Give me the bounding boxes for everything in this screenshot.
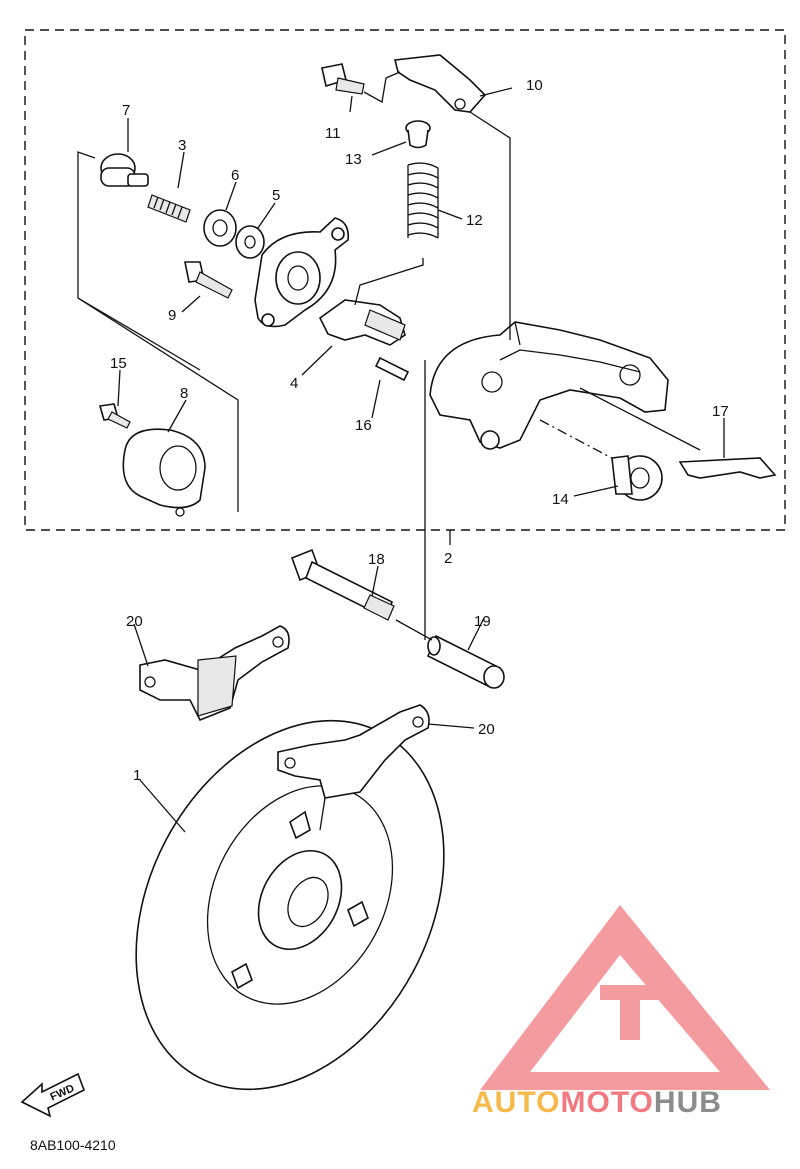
callout-10: 10 [526, 77, 543, 94]
callout-9: 9 [168, 307, 176, 324]
callout-1: 1 [133, 767, 141, 784]
part-4-pawl [318, 299, 406, 346]
callout-2: 2 [444, 550, 452, 567]
part-1-brake-disc [135, 719, 445, 1091]
callout-labels: 7 3 6 5 9 11 13 12 10 4 16 15 8 17 14 2 … [110, 77, 729, 784]
callout-3: 3 [178, 137, 186, 154]
part-19-collar [426, 634, 505, 689]
callout-14: 14 [552, 491, 569, 508]
svg-text:AUTOMOTOHUB: AUTOMOTOHUB [472, 1086, 722, 1119]
callout-11: 11 [325, 125, 341, 142]
part-20-brake-pad-left [139, 625, 290, 722]
part-17-spring-plate [678, 457, 777, 479]
watermark-hub: HUB [654, 1086, 722, 1119]
callout-12: 12 [466, 212, 483, 229]
callout-6: 6 [231, 167, 239, 184]
caliper-housing [254, 217, 350, 328]
part-9-bolt [184, 261, 233, 299]
callout-20-bottom: 20 [478, 721, 495, 738]
part-3-bleed-screw [147, 194, 191, 223]
part-8-cover [122, 428, 206, 517]
callout-13: 13 [345, 151, 362, 168]
watermark-moto: MOTO [560, 1086, 653, 1119]
part-6-clip [203, 209, 237, 247]
forward-arrow: FWD [20, 1072, 86, 1118]
callout-5: 5 [272, 187, 280, 204]
part-5-washer [235, 225, 265, 259]
part-15-bolt [98, 403, 131, 429]
watermark-auto: AUTO [472, 1086, 560, 1119]
callout-17: 17 [712, 403, 729, 420]
callout-4: 4 [290, 375, 298, 392]
part-12-spring [407, 162, 439, 239]
part-18-bolt [290, 548, 395, 621]
part-10-bracket [394, 54, 487, 113]
callout-18: 18 [368, 551, 385, 568]
callout-8: 8 [180, 385, 188, 402]
diagram-code: 8AB100-4210 [30, 1137, 116, 1153]
watermark-logo [480, 905, 770, 1090]
part-20-brake-pad-right [277, 704, 430, 799]
part-16-pin [374, 356, 410, 382]
caliper-body [429, 321, 669, 466]
callout-20-top: 20 [126, 613, 143, 630]
caliper-assembly-boundary [24, 29, 786, 531]
callout-19: 19 [474, 613, 491, 630]
part-13-spring-seat [405, 120, 431, 149]
part-11-bolt [321, 63, 365, 95]
callout-16: 16 [355, 417, 372, 434]
callout-15: 15 [110, 355, 127, 372]
watermark-text: AUTOMOTOHUB [472, 1086, 722, 1119]
part-14-pin [611, 455, 663, 501]
leader-lines [77, 71, 725, 833]
part-7-bleed-cap [100, 153, 149, 187]
callout-7: 7 [122, 102, 130, 119]
